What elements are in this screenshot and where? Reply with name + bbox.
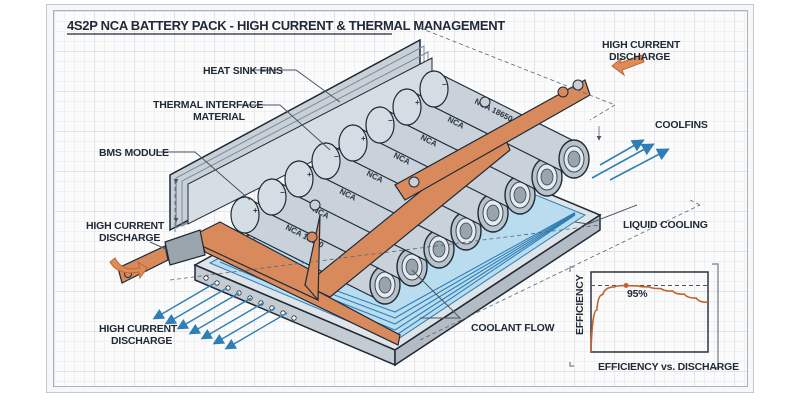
busbar-screw-icon [309, 199, 321, 211]
label-hc-discharge-bottom-2: DISCHARGE [111, 335, 172, 347]
battery-cell: NCA 18650− [419, 70, 590, 179]
label-thermal-interface: THERMAL INTERFACE [153, 99, 263, 111]
efficiency-curve [590, 284, 709, 353]
cell-polarity: + [253, 206, 258, 215]
coolfin-arrow-icon [599, 139, 645, 166]
chart-plot-area [590, 271, 709, 353]
cell-polarity: − [388, 116, 393, 125]
discharge-flow-arrow-icon [200, 302, 264, 340]
busbar-screw-icon [557, 86, 569, 98]
label-hc-discharge-bottom: HIGH CURRENT [99, 323, 178, 335]
discharge-flow-arrows [152, 282, 288, 350]
peak-label: 95% [627, 288, 648, 300]
busbar-screw-icon [408, 176, 420, 188]
label-hc-discharge-left: HIGH CURRENT [86, 220, 165, 232]
port-hole [291, 315, 297, 321]
label-hc-discharge-top: HIGH CURRENT [602, 39, 681, 51]
discharge-flow-arrow-icon [224, 312, 288, 350]
cell-polarity: − [442, 80, 447, 89]
inset-efficiency-chart: 95% EFFICIENCY EFFICIENCY vs. DISCHARGE [569, 263, 739, 373]
diagram-title: 4S2P NCA BATTERY PACK - HIGH CURRENT & T… [67, 18, 505, 33]
label-hc-discharge-top-2: DISCHARGE [609, 51, 670, 63]
cell-polarity: + [307, 170, 312, 179]
busbar-screw-icon [572, 79, 584, 91]
coolfin-flow-arrows [591, 139, 670, 181]
chart-ylabel: EFFICIENCY [574, 274, 586, 335]
left-discharge-connector [117, 229, 206, 284]
leader-lines [149, 69, 638, 319]
cell-polarity: + [361, 134, 366, 143]
cell-polarity: − [280, 188, 285, 197]
dimension-ticks [173, 126, 602, 223]
label-heat-sink-fins: HEAT SINK FINS [203, 65, 283, 77]
cell-polarity: − [334, 152, 339, 161]
busbar-screw-icon [479, 96, 491, 108]
port-hole [214, 280, 220, 286]
chart-title: EFFICIENCY vs. DISCHARGE [598, 361, 739, 373]
discharge-flow-arrow-icon [152, 282, 216, 320]
top-busbars [199, 79, 591, 302]
discharge-flow-arrow-icon [164, 287, 228, 325]
cell-polarity: + [415, 98, 420, 107]
discharge-flow-arrow-icon [212, 307, 276, 345]
label-coolfins: COOLFINS [655, 119, 708, 131]
discharge-flow-arrow-icon [176, 292, 240, 330]
discharge-arrow-icon [611, 54, 645, 77]
battery-cell: NCA+ [284, 160, 455, 269]
discharge-arrow-icon [109, 257, 148, 280]
busbar-screw-icon [306, 231, 318, 243]
label-thermal-interface-2: MATERIAL [193, 111, 246, 123]
peak-point [623, 283, 629, 288]
coolfin-arrow-icon [609, 148, 670, 181]
label-liquid-cooling: LIQUID COOLING [623, 219, 708, 231]
port-hole [203, 275, 209, 281]
label-bms-module: BMS MODULE [99, 147, 169, 159]
label-hc-discharge-left-2: DISCHARGE [99, 232, 160, 244]
label-coolant-flow: COOLANT FLOW [471, 322, 555, 334]
coolfin-arrow-icon [591, 143, 655, 179]
discharge-flow-arrow-icon [188, 297, 252, 335]
